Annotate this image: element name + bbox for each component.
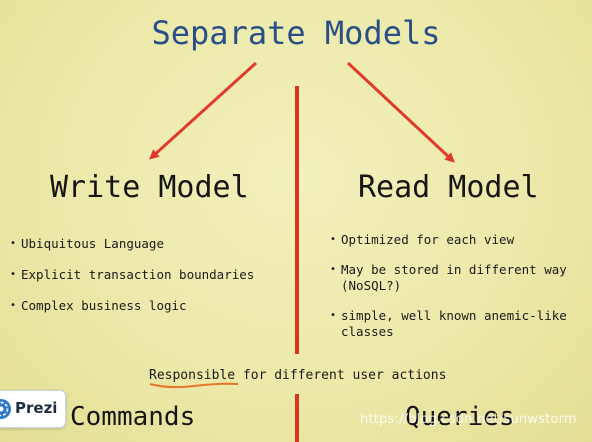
list-item: May be stored in different way (NoSQL?): [330, 262, 590, 294]
read-model-heading: Read Model: [358, 170, 539, 205]
write-model-list: Ubiquitous Language Explicit transaction…: [10, 236, 290, 329]
responsible-rest: for different user actions: [235, 368, 447, 383]
slide-title: Separate Models: [151, 14, 441, 52]
prezi-label: Prezi: [15, 399, 58, 417]
right-arrow: [346, 61, 455, 163]
list-item: simple, well known anemic-like classes: [330, 308, 590, 340]
commands-heading: Commands: [70, 402, 196, 432]
left-arrow: [149, 61, 258, 160]
write-model-heading: Write Model: [50, 170, 249, 205]
list-item: Explicit transaction boundaries: [10, 267, 290, 283]
underline-scribble: [149, 382, 239, 389]
responsible-word-wrap: Responsible: [149, 368, 239, 389]
list-item: Complex business logic: [10, 298, 290, 314]
list-item: Ubiquitous Language: [10, 236, 290, 252]
prezi-logo-icon: [0, 399, 11, 419]
read-model-list: Optimized for each view May be stored in…: [330, 232, 590, 354]
responsibility-note: Responsible for different user actions: [149, 368, 447, 389]
watermark-text: https://blog.csdn.net/sunwstorm: [360, 412, 577, 427]
prezi-badge[interactable]: Prezi: [0, 390, 66, 428]
queries-heading: Queries: [405, 402, 515, 432]
list-item: Optimized for each view: [330, 232, 590, 248]
responsible-word: Responsible: [149, 368, 236, 383]
